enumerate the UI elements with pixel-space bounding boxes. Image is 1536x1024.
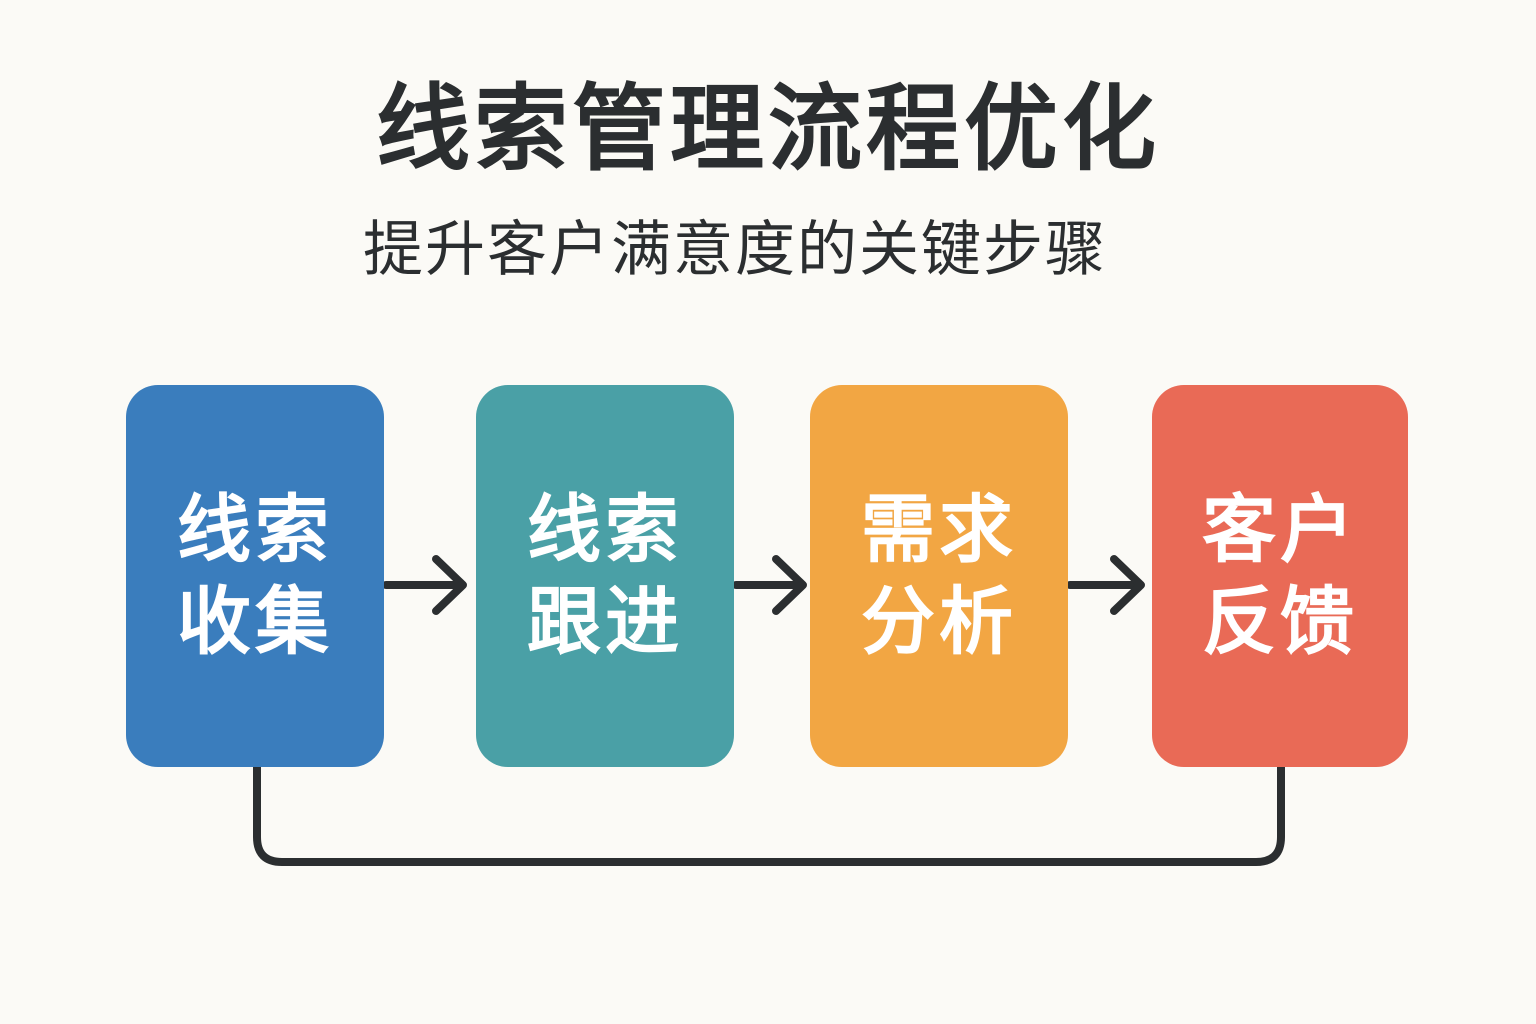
- step-label: 线索: [177, 487, 333, 573]
- step-lead-collection: 线索 收集: [126, 385, 384, 767]
- step-lead-followup: 线索 跟进: [476, 385, 734, 767]
- step-label: 反馈: [1202, 579, 1358, 665]
- step-needs-analysis: 需求 分析: [810, 385, 1068, 767]
- step-label: 客户: [1202, 487, 1358, 573]
- step-label: 分析: [861, 579, 1017, 665]
- step-label: 跟进: [527, 579, 683, 665]
- step-customer-feedback: 客户 反馈: [1152, 385, 1408, 767]
- diagram-title: 线索管理流程优化: [375, 75, 1160, 184]
- arrow-icon: [732, 555, 807, 615]
- step-label: 需求: [861, 487, 1017, 573]
- feedback-loop-line: [253, 763, 1285, 866]
- arrow-icon: [382, 555, 467, 615]
- diagram-subtitle: 提升客户满意度的关键步骤: [363, 215, 1107, 285]
- step-label: 线索: [527, 487, 683, 573]
- step-label: 收集: [177, 579, 333, 665]
- arrow-icon: [1066, 555, 1145, 615]
